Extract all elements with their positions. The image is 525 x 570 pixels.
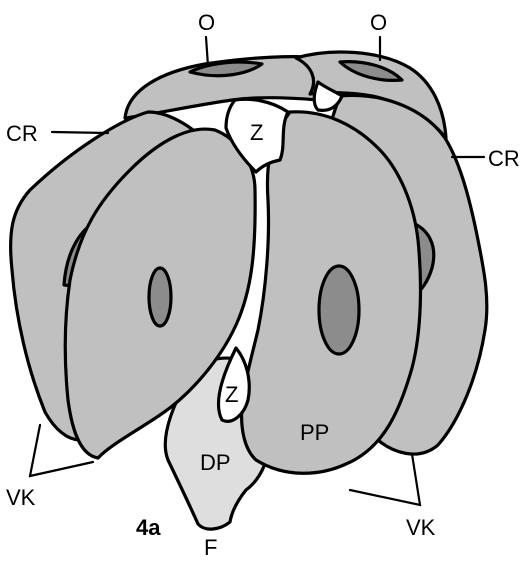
label-o-right: O: [370, 10, 387, 35]
label-vk-left: VK: [6, 485, 36, 510]
label-vk-right: VK: [406, 515, 436, 540]
figure-label: 4a: [136, 515, 161, 540]
cr-left-leader: [52, 132, 108, 133]
label-o-left: O: [198, 10, 215, 35]
label-dp: DP: [200, 450, 231, 475]
vk-right-leader: [350, 454, 420, 505]
label-z-top: Z: [250, 120, 263, 145]
right-front-organelle: [319, 266, 359, 354]
o-left-leader: [206, 37, 208, 66]
label-f: F: [204, 535, 217, 560]
label-z-lower: Z: [225, 382, 238, 407]
left-front-organelle: [149, 268, 171, 326]
label-pp: PP: [300, 420, 329, 445]
label-cr-right: CR: [488, 146, 520, 171]
label-cr-left: CR: [6, 121, 38, 146]
